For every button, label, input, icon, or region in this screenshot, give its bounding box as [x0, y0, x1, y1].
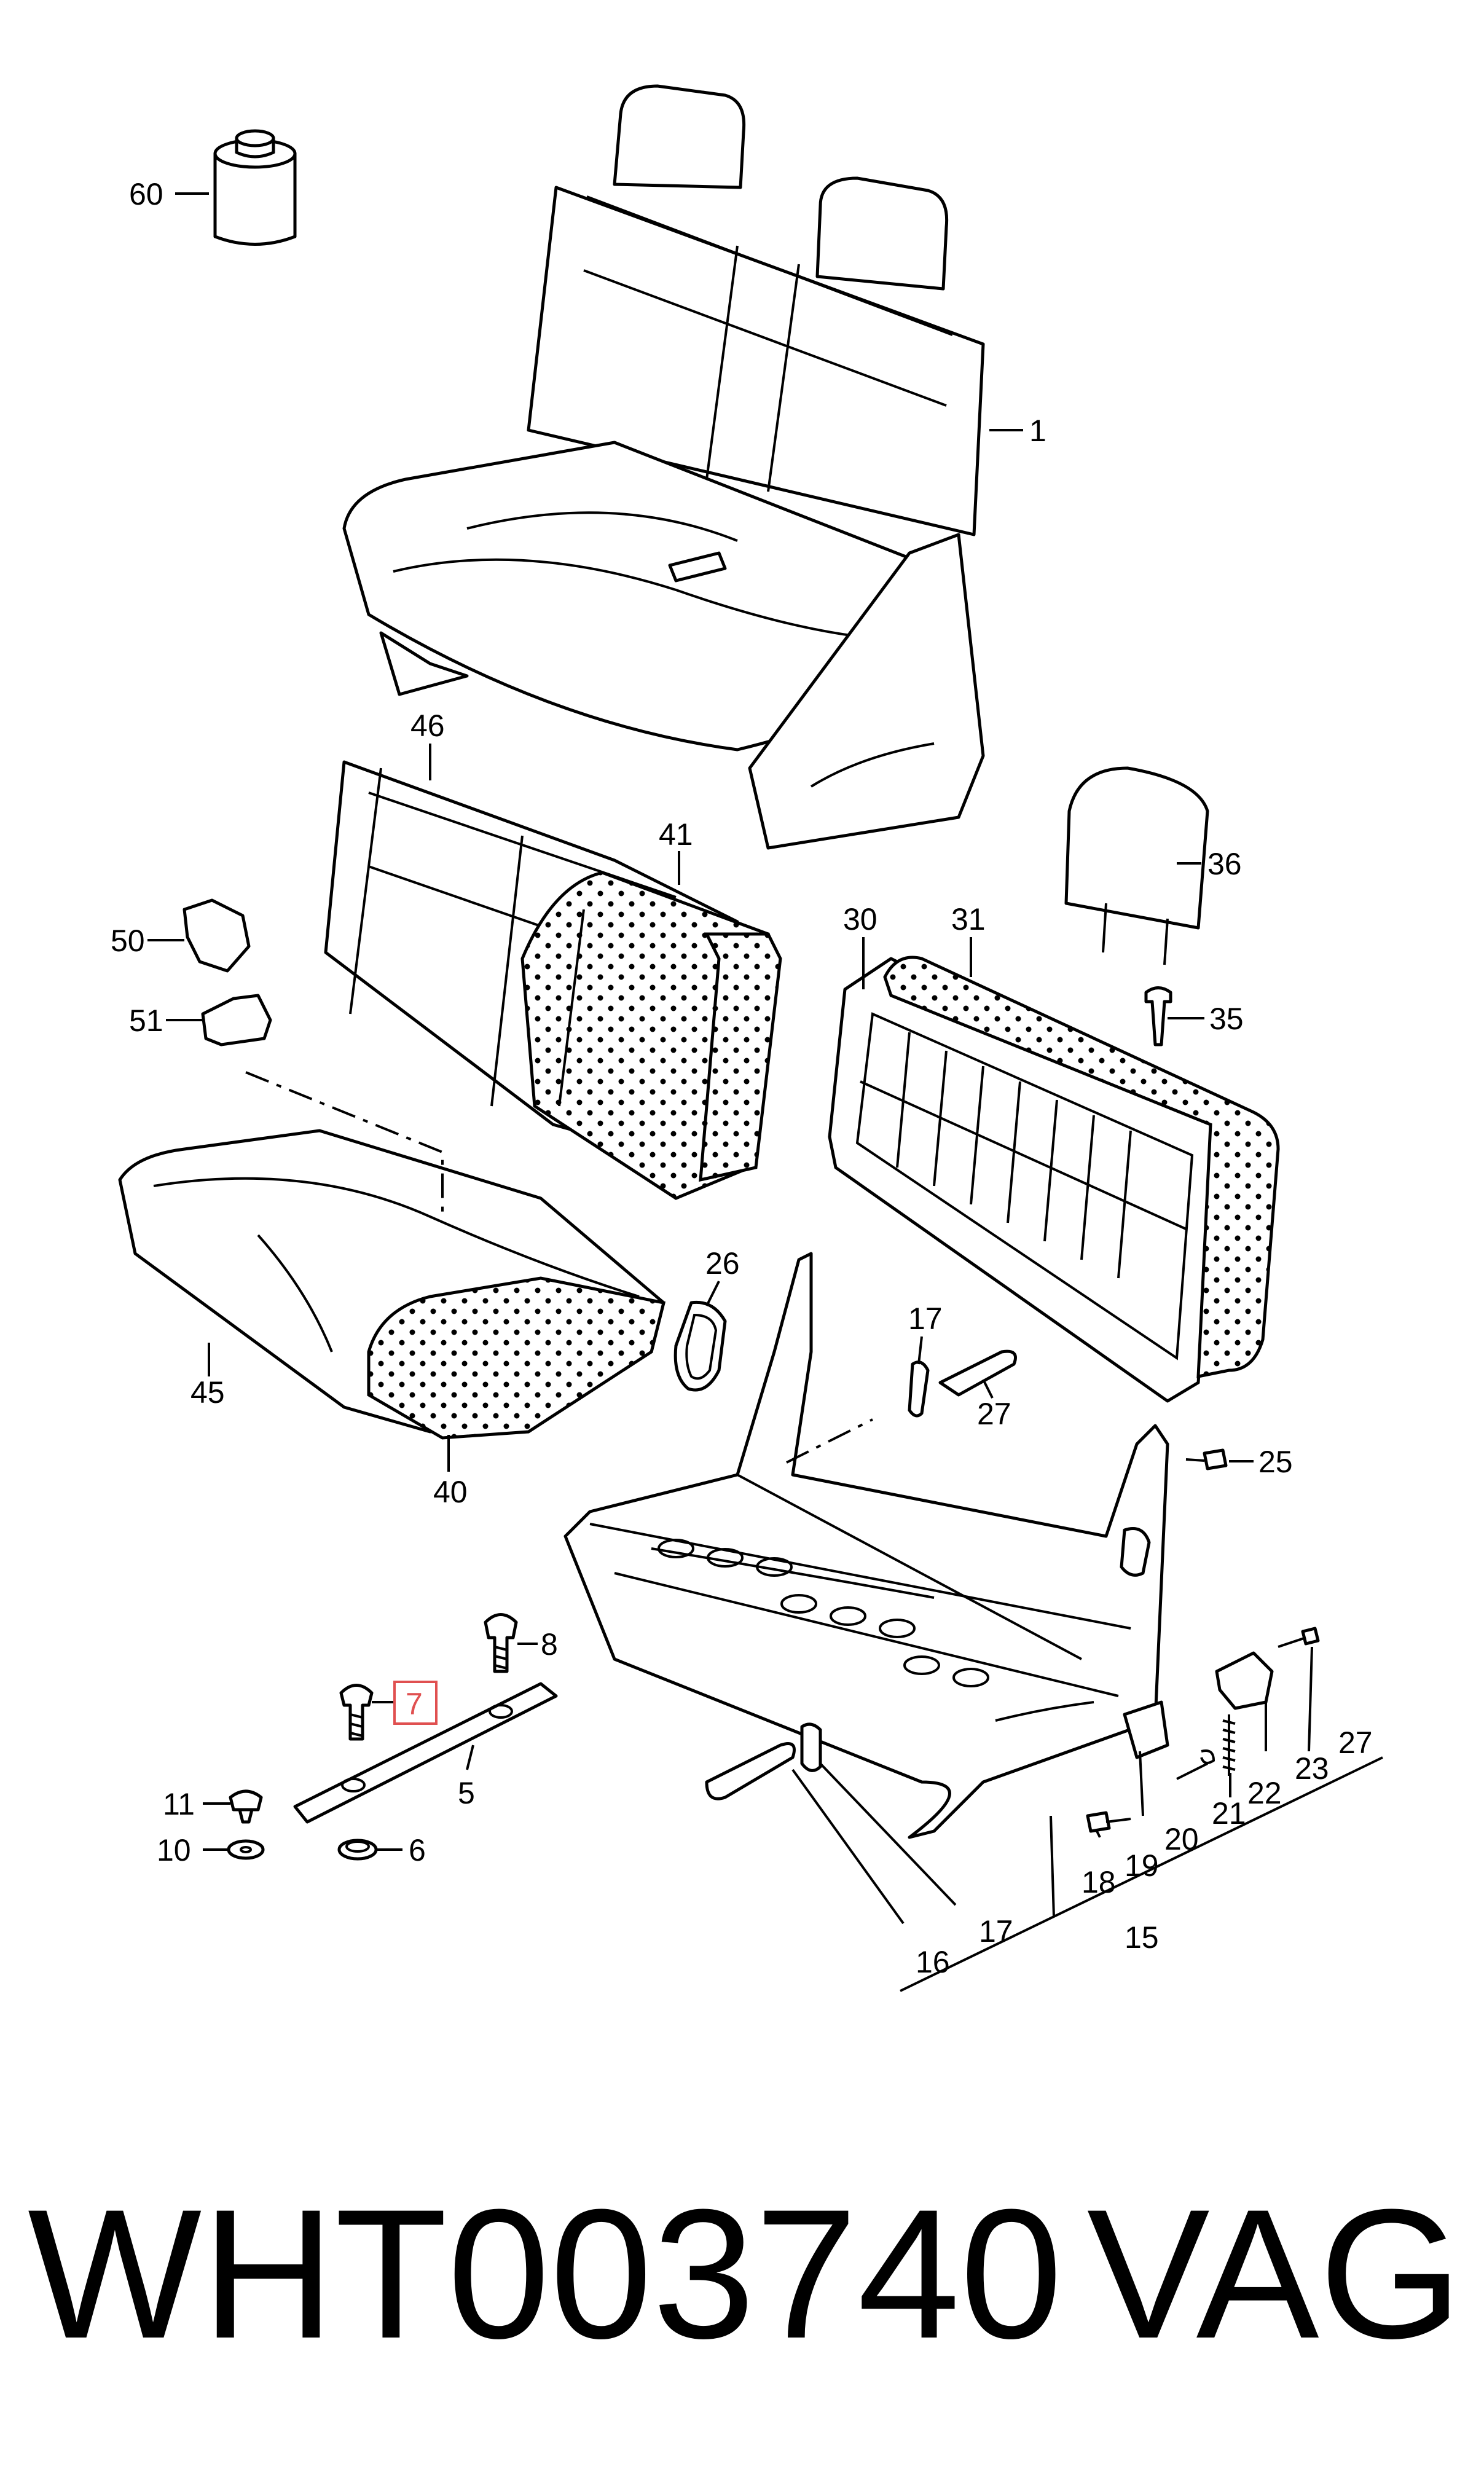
callout-46: 46: [410, 709, 445, 743]
callout-8: 8: [541, 1627, 558, 1662]
callout-22: 22: [1247, 1776, 1282, 1810]
guide-bracket-part: [201, 994, 272, 1046]
brand-name: VAG: [1086, 2170, 1462, 2377]
callout-labels: 60 1 46 41 36 50 30 31 35 51 26 17 45 27…: [111, 177, 1373, 1979]
headrest-guide-part: [1144, 986, 1172, 1046]
release-strap-part-upper: [938, 1349, 1017, 1397]
bracket-22-part: [1215, 1651, 1274, 1710]
cap-11-part: [229, 1789, 263, 1824]
callout-51: 51: [129, 1003, 163, 1038]
bolt-23-part: [1278, 1627, 1320, 1648]
callout-36: 36: [1207, 847, 1242, 881]
callout-6: 6: [409, 1833, 426, 1867]
callout-11: 11: [163, 1787, 195, 1821]
callout-30: 30: [843, 902, 877, 936]
callout-15: 15: [1125, 1920, 1159, 1955]
bolt-8-part: [484, 1613, 518, 1673]
callout-45: 45: [190, 1375, 225, 1410]
grommet-6-part: [337, 1839, 378, 1861]
assembly-reference-line: [245, 1071, 873, 1464]
callout-26: 26: [705, 1246, 740, 1281]
rear-seat-armrest-part: [668, 551, 727, 583]
bolt-18-part: [1086, 1811, 1131, 1833]
callout-21: 21: [1212, 1796, 1246, 1831]
parts-diagram: 60 1 46 41 36 50 30 31 35 51 26 17 45 27…: [111, 84, 1383, 1992]
callout-60: 60: [129, 177, 163, 211]
clip-part-lower: [800, 1722, 822, 1772]
callout-20: 20: [1164, 1822, 1199, 1856]
callout-35: 35: [1209, 1002, 1244, 1036]
callout-10: 10: [157, 1833, 191, 1867]
callout-40: 40: [433, 1475, 468, 1509]
callout-27-upper: 27: [977, 1397, 1011, 1431]
callout-41: 41: [659, 817, 693, 852]
callout-25: 25: [1258, 1445, 1293, 1479]
callout-16: 16: [916, 1945, 950, 1979]
latch-19-part: [1123, 1700, 1169, 1759]
bolt-7-part: [339, 1684, 374, 1741]
backrest-padding-part: [520, 871, 782, 1200]
release-strap-part-lower: [705, 1742, 796, 1800]
screw-25-part: [1185, 1448, 1228, 1470]
callout-19: 19: [1125, 1848, 1159, 1883]
callout-17-upper: 17: [908, 1301, 943, 1336]
highlight-box: [393, 1681, 438, 1725]
leader-lines: [147, 192, 1383, 1992]
clip-20-part: [1200, 1749, 1215, 1764]
o-ring-part: [673, 1300, 727, 1392]
callout-31: 31: [951, 902, 986, 936]
seat-frame-part: [563, 1252, 1169, 1839]
callout-50: 50: [111, 924, 145, 958]
callout-7[interactable]: 7: [406, 1687, 423, 1721]
clip-part-upper: [908, 1360, 930, 1418]
trim-cap-part: [183, 898, 251, 973]
seat-padding-part: [367, 1276, 666, 1440]
backrest-rear-panel-part: [883, 956, 1280, 1379]
headrest-part: [1064, 766, 1209, 965]
rear-seat-assembly-part: [342, 84, 985, 850]
callout-18: 18: [1082, 1865, 1116, 1899]
callout-1: 1: [1029, 414, 1046, 448]
callout-23: 23: [1295, 1751, 1329, 1786]
adhesive-can-part: [213, 129, 297, 246]
washer-10-part: [227, 1839, 265, 1860]
part-number: WHT003740: [28, 2170, 1063, 2377]
callout-5: 5: [458, 1776, 475, 1810]
rail-5-part: [293, 1682, 558, 1824]
callout-27-lower: 27: [1338, 1725, 1373, 1760]
spring-21-part: [1222, 1714, 1236, 1776]
seat-frame-lightening-holes: [658, 1539, 989, 1687]
footer: WHT003740 VAG: [0, 2163, 1484, 2384]
callout-17-lower: 17: [979, 1914, 1013, 1949]
